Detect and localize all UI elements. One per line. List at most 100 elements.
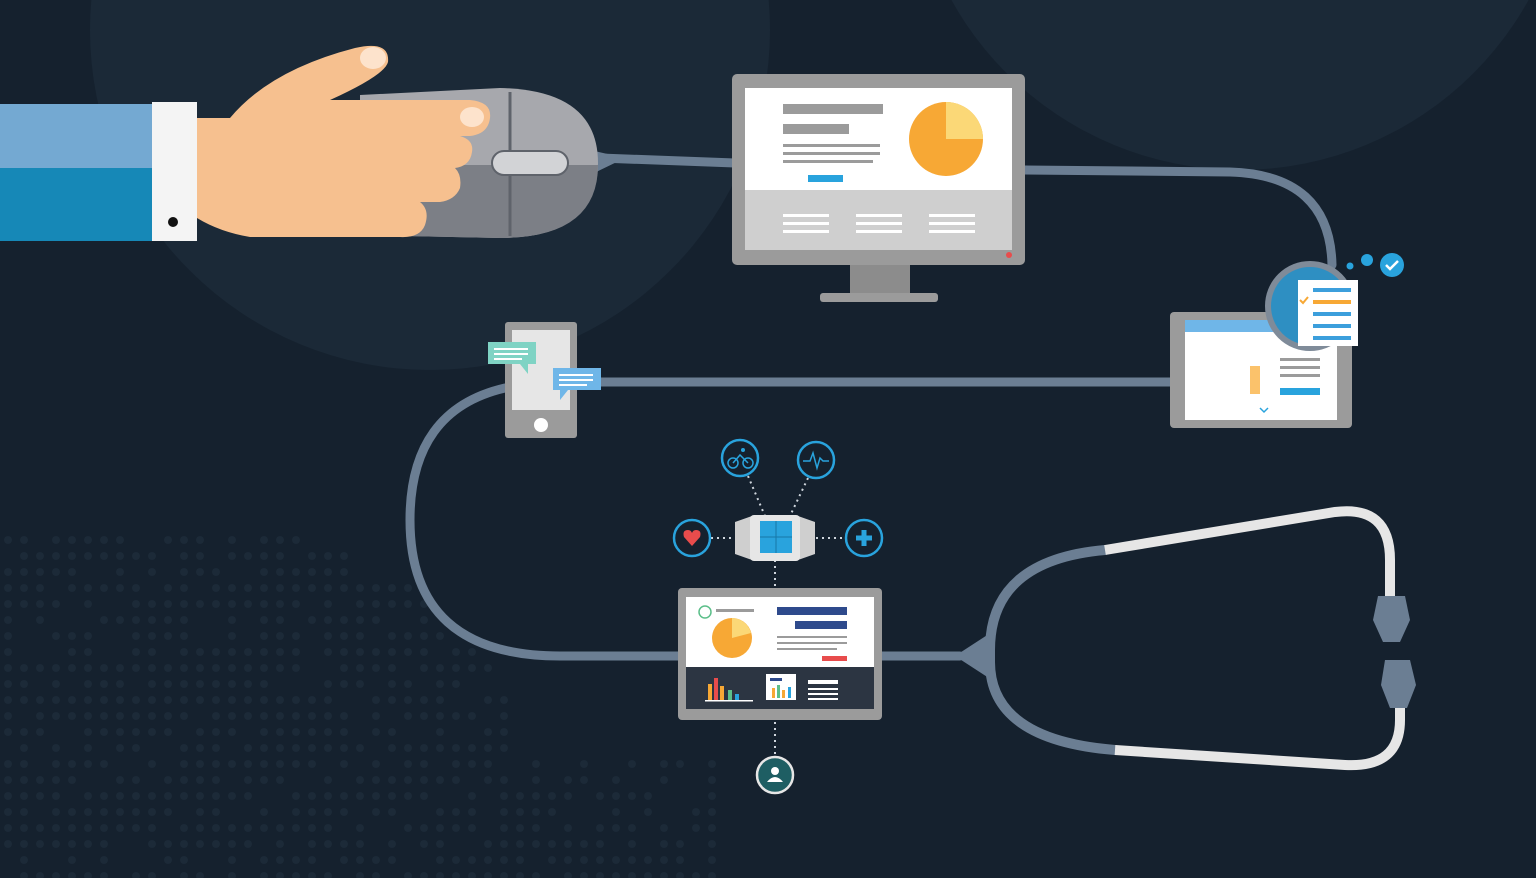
pattern-dot (36, 568, 44, 576)
pattern-dot (148, 872, 156, 878)
pattern-dot (708, 840, 716, 848)
pattern-dot (4, 824, 12, 832)
pattern-dot (388, 776, 396, 784)
pattern-dot (228, 872, 236, 878)
pattern-dot (164, 728, 172, 736)
pattern-dot (52, 792, 60, 800)
pattern-dot (116, 536, 124, 544)
pattern-dot (500, 776, 508, 784)
pattern-dot (356, 776, 364, 784)
pattern-dot (4, 568, 12, 576)
pattern-dot (148, 840, 156, 848)
pattern-dot (564, 840, 572, 848)
pattern-dot (516, 792, 524, 800)
pattern-dot (228, 552, 236, 560)
pattern-dot (388, 680, 396, 688)
pattern-dot (4, 808, 12, 816)
pattern-dot (436, 856, 444, 864)
pattern-dot (516, 824, 524, 832)
pattern-dot (260, 712, 268, 720)
pattern-dot (324, 648, 332, 656)
pattern-dot (420, 664, 428, 672)
pattern-dot (436, 696, 444, 704)
pattern-dot (260, 616, 268, 624)
pattern-dot (468, 808, 476, 816)
pattern-dot (372, 760, 380, 768)
check-icon (1380, 253, 1404, 277)
pattern-dot (292, 536, 300, 544)
pattern-dot (212, 648, 220, 656)
pattern-dot (84, 840, 92, 848)
progress-dots (1347, 253, 1405, 277)
pattern-dot (420, 776, 428, 784)
pattern-dot (532, 840, 540, 848)
pattern-dot (404, 792, 412, 800)
pattern-dot (36, 616, 44, 624)
pattern-dot (372, 648, 380, 656)
plus-icon (846, 520, 882, 556)
pattern-dot (20, 728, 28, 736)
pattern-dot (180, 632, 188, 640)
pattern-dot (628, 872, 636, 878)
pattern-dot (180, 824, 188, 832)
heart-icon (674, 520, 710, 556)
pattern-dot (308, 840, 316, 848)
pattern-dot (84, 760, 92, 768)
pattern-dot (148, 712, 156, 720)
pattern-dot (52, 744, 60, 752)
pattern-dot (196, 808, 204, 816)
pattern-dot (212, 744, 220, 752)
pattern-dot (356, 680, 364, 688)
pattern-dot (180, 536, 188, 544)
pattern-dot (436, 824, 444, 832)
pattern-dot (132, 824, 140, 832)
pattern-dot (388, 840, 396, 848)
pattern-dot (212, 696, 220, 704)
pattern-dot (20, 792, 28, 800)
pattern-dot (292, 600, 300, 608)
pattern-dot (132, 728, 140, 736)
pattern-dot (356, 872, 364, 878)
pattern-dot (628, 856, 636, 864)
pattern-dot (612, 872, 620, 878)
pattern-dot (116, 824, 124, 832)
pattern-dot (660, 856, 668, 864)
pattern-dot (116, 568, 124, 576)
pattern-dot (84, 744, 92, 752)
pattern-dot (388, 600, 396, 608)
pattern-dot (180, 696, 188, 704)
pattern-dot (356, 664, 364, 672)
desktop-monitor (732, 74, 1025, 302)
pattern-dot (356, 632, 364, 640)
pattern-dot (164, 712, 172, 720)
pattern-dot (180, 872, 188, 878)
pattern-dot (20, 824, 28, 832)
pattern-dot (516, 840, 524, 848)
pattern-dot (372, 872, 380, 878)
pattern-dot (132, 696, 140, 704)
pattern-dot (84, 824, 92, 832)
pattern-dot (196, 600, 204, 608)
pattern-dot (340, 728, 348, 736)
pattern-dot (20, 856, 28, 864)
pattern-dot (196, 824, 204, 832)
pattern-dot (196, 664, 204, 672)
pattern-dot (660, 840, 668, 848)
pattern-dot (436, 744, 444, 752)
pattern-dot (228, 584, 236, 592)
pattern-dot (260, 632, 268, 640)
pattern-dot (260, 728, 268, 736)
pattern-dot (340, 648, 348, 656)
pattern-dot (36, 696, 44, 704)
pattern-dot (308, 584, 316, 592)
pattern-dot (516, 808, 524, 816)
pattern-dot (68, 664, 76, 672)
pattern-dot (260, 664, 268, 672)
pattern-dot (20, 600, 28, 608)
pattern-dot (52, 776, 60, 784)
pattern-dot (340, 552, 348, 560)
pattern-dot (84, 552, 92, 560)
pattern-dot (116, 552, 124, 560)
pattern-dot (180, 856, 188, 864)
